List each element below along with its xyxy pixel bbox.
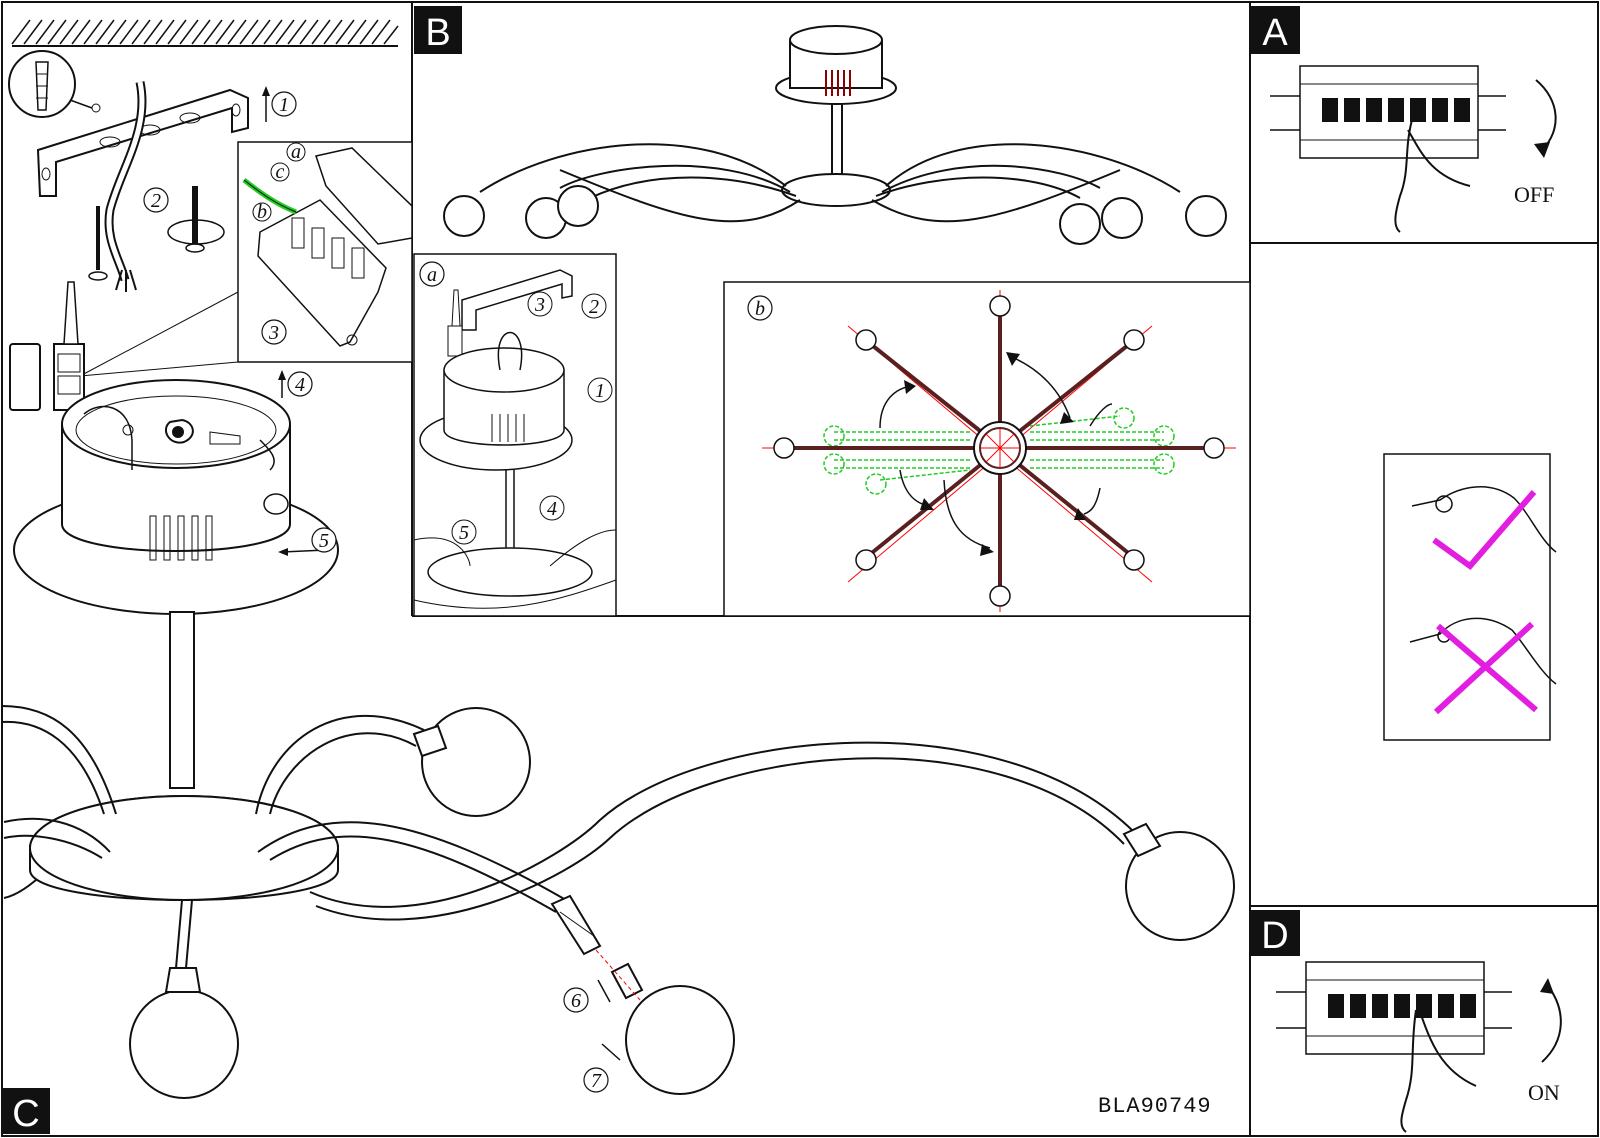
ceiling-hatch bbox=[11, 19, 399, 47]
step-4: 4 bbox=[295, 374, 305, 396]
inset-a-step-3: 3 bbox=[534, 294, 545, 316]
hand-icon bbox=[1394, 119, 1471, 233]
canopy bbox=[13, 379, 339, 615]
panel-a-power-off: A OFF bbox=[1250, 6, 1557, 233]
badge-a: A bbox=[1262, 12, 1288, 54]
breaker-icon bbox=[1276, 961, 1512, 1055]
inset-a-step-4: 4 bbox=[547, 498, 557, 520]
globe-bulb bbox=[129, 707, 1235, 1099]
inset-a-step-5: 5 bbox=[459, 522, 469, 544]
dowel-icon bbox=[8, 50, 101, 118]
inset-a-step-1: 1 bbox=[595, 380, 605, 402]
wiring-letter-c: c bbox=[276, 161, 285, 183]
model-code: BLA90749 bbox=[1098, 1094, 1212, 1119]
off-label: OFF bbox=[1514, 182, 1554, 207]
step-7: 7 bbox=[591, 1070, 602, 1092]
hand-icon bbox=[1400, 1009, 1477, 1133]
wiring-letter-b: b bbox=[257, 201, 267, 223]
step-1: 1 bbox=[279, 94, 289, 116]
step-6: 6 bbox=[571, 990, 581, 1012]
mounting-bracket bbox=[36, 88, 249, 197]
step-5: 5 bbox=[319, 530, 329, 552]
screw-icon bbox=[88, 186, 225, 281]
cross-icon bbox=[1433, 621, 1538, 715]
step-2: 2 bbox=[151, 190, 161, 212]
check-icon bbox=[1432, 490, 1537, 571]
on-label: ON bbox=[1528, 1080, 1560, 1105]
inset-b-label: b bbox=[755, 298, 765, 320]
badge-b: B bbox=[425, 12, 450, 54]
panel-d-power-on: D ON bbox=[1250, 910, 1562, 1133]
panel-c-mounting: 1 2 a b c 3 bbox=[1, 19, 1235, 1135]
badge-c: C bbox=[12, 1093, 39, 1135]
inset-b: b bbox=[723, 281, 1251, 617]
wiring-letter-a: a bbox=[291, 141, 301, 163]
inset-a-step-2: 2 bbox=[589, 296, 599, 318]
panel-b-assembled: B bbox=[413, 6, 1251, 617]
wiring-inset: a b c 3 bbox=[237, 141, 413, 363]
inset-a-label: a bbox=[427, 264, 437, 286]
handling-inset bbox=[1383, 453, 1557, 741]
inset-a: a 3 2 1 4 5 bbox=[413, 253, 617, 617]
badge-d: D bbox=[1261, 915, 1288, 957]
breaker-icon bbox=[1270, 65, 1506, 159]
step-3: 3 bbox=[268, 322, 279, 344]
